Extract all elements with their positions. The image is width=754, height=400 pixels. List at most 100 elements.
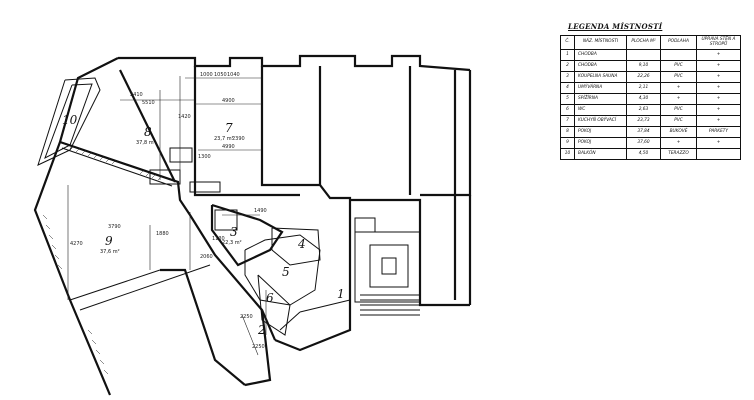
dimension-label: 2250 xyxy=(252,344,265,350)
legend-cell: 2,11 xyxy=(626,82,661,94)
dimension-label: 2410 xyxy=(130,92,143,98)
legend-cell: PVC xyxy=(660,60,697,72)
legend-header-cell: NÁZ. MÍSTNOSTI xyxy=(574,35,627,50)
room-area: 37,8 m² xyxy=(136,140,156,146)
dimension-label: 1040 xyxy=(227,72,240,78)
room-number: 7 xyxy=(225,121,233,135)
dimension-label: 1420 xyxy=(178,114,191,120)
legend-cell: 6 xyxy=(560,104,575,116)
legend-cell: PVC xyxy=(660,115,697,127)
outer-walls xyxy=(33,54,472,396)
dimension-label: 1490 xyxy=(254,208,267,214)
legend-cell: 37,60 xyxy=(626,137,661,149)
legend-cell: 10 xyxy=(560,148,575,160)
legend-cell: SPÍŽÍRNA xyxy=(574,93,627,105)
legend-cell xyxy=(626,49,661,61)
dimension-label: 1880 xyxy=(156,231,169,237)
legend-header-cell: PODLAHA xyxy=(660,35,697,50)
interior-lines xyxy=(37,77,421,336)
legend-table: Č. NÁZ. MÍSTNOSTI PLOCHA M² PODLAHA ÚPRA… xyxy=(560,35,741,160)
dimension-label: 4270 xyxy=(70,241,83,247)
floor-plan: 2410 1000 1050 1040 4900 5510 4990 1420 … xyxy=(33,54,472,396)
window-hatching xyxy=(42,145,163,375)
legend-cell: UMÝVÁRNA xyxy=(574,82,627,94)
legend-cell: + xyxy=(660,137,697,149)
dimension-label: 3790 xyxy=(108,224,121,230)
legend-cell: 9 xyxy=(560,137,575,149)
legend-cell: + xyxy=(696,71,741,83)
dimension-labels: 2410 1000 1050 1040 4900 5510 4990 1420 … xyxy=(70,72,267,350)
legend-cell: KOUPELNA SAUNA xyxy=(574,71,627,83)
legend-cell: WC xyxy=(574,104,627,116)
room-area: 23,7 m² xyxy=(214,136,234,142)
legend-cell: 1 xyxy=(560,49,575,61)
legend-cell: BUKOVÉ xyxy=(660,126,697,138)
legend-cell: KUCHYŇ OBÝVACÍ xyxy=(574,115,627,127)
legend-cell: + xyxy=(696,115,741,127)
legend-cell: 2 xyxy=(560,60,575,72)
dimension-label: 4990 xyxy=(222,144,235,150)
dimension-label: 1130 xyxy=(212,236,225,242)
dimension-lines xyxy=(67,76,267,356)
legend-cell: + xyxy=(696,49,741,61)
legend-cell: 3 xyxy=(560,71,575,83)
legend-cell xyxy=(696,148,741,160)
legend-cell: 4 xyxy=(560,82,575,94)
legend-title: LEGENDA MÍSTNOSTÍ xyxy=(568,22,663,31)
legend-cell: + xyxy=(696,93,741,105)
legend-cell: TERAZZO xyxy=(660,148,697,160)
room-number: 4 xyxy=(297,237,306,251)
room-labels: 1 2 3 22,3 m² 4 5 6 7 23,7 m² 8 37,8 m² … xyxy=(62,113,345,337)
legend-cell: 5 xyxy=(560,93,575,105)
room-number: 5 xyxy=(282,265,290,279)
room-number: 6 xyxy=(266,291,274,305)
dimension-label: 2250 xyxy=(240,314,253,320)
dimension-label: 1000 xyxy=(200,72,213,78)
legend-cell: 7 xyxy=(560,115,575,127)
legend-cell: CHODBA xyxy=(574,60,627,72)
dimension-label: 2060 xyxy=(200,254,213,260)
legend-cell: + xyxy=(696,104,741,116)
dimension-label: 4900 xyxy=(222,98,235,104)
legend-cell: 4,30 xyxy=(626,93,661,105)
legend-cell: PVC xyxy=(660,104,697,116)
room-area: 22,3 m² xyxy=(222,240,242,246)
legend-cell: 37,84 xyxy=(626,126,661,138)
legend-header-row: Č. NÁZ. MÍSTNOSTI PLOCHA M² PODLAHA ÚPRA… xyxy=(560,35,741,50)
legend-header-cell: Č. xyxy=(560,35,575,50)
room-area: 37,6 m² xyxy=(100,249,120,255)
room-number: 10 xyxy=(62,113,78,127)
legend-cell: PARKETY xyxy=(696,126,741,138)
legend-cell: PVC xyxy=(660,71,697,83)
legend-cell: 23,73 xyxy=(626,115,661,127)
legend-cell: POKOJ xyxy=(574,126,627,138)
dimension-label: 1300 xyxy=(198,154,211,160)
room-number: 3 xyxy=(230,225,238,239)
room-number: 2 xyxy=(257,323,266,337)
legend-cell: + xyxy=(696,60,741,72)
room-number: 1 xyxy=(337,287,345,301)
legend-cell: + xyxy=(660,82,697,94)
legend-cell: 22,26 xyxy=(626,71,661,83)
dimension-label: 1050 xyxy=(214,72,227,78)
room-number: 9 xyxy=(105,234,113,248)
room-legend: LEGENDA MÍSTNOSTÍ Č. NÁZ. MÍSTNOSTI PLOC… xyxy=(560,22,741,160)
legend-cell: + xyxy=(660,93,697,105)
legend-cell: BALKÓN xyxy=(574,148,627,160)
legend-cell: CHODBA xyxy=(574,49,627,61)
legend-cell: 9,10 xyxy=(626,60,661,72)
legend-header-cell: PLOCHA M² xyxy=(626,35,661,50)
room-number: 8 xyxy=(144,125,152,139)
dimension-label: 2390 xyxy=(232,136,245,142)
legend-header-cell: ÚPRAVA STĚN A STROPŮ xyxy=(696,35,741,50)
legend-cell: 8 xyxy=(560,126,575,138)
legend-cell: 4,50 xyxy=(626,148,661,160)
